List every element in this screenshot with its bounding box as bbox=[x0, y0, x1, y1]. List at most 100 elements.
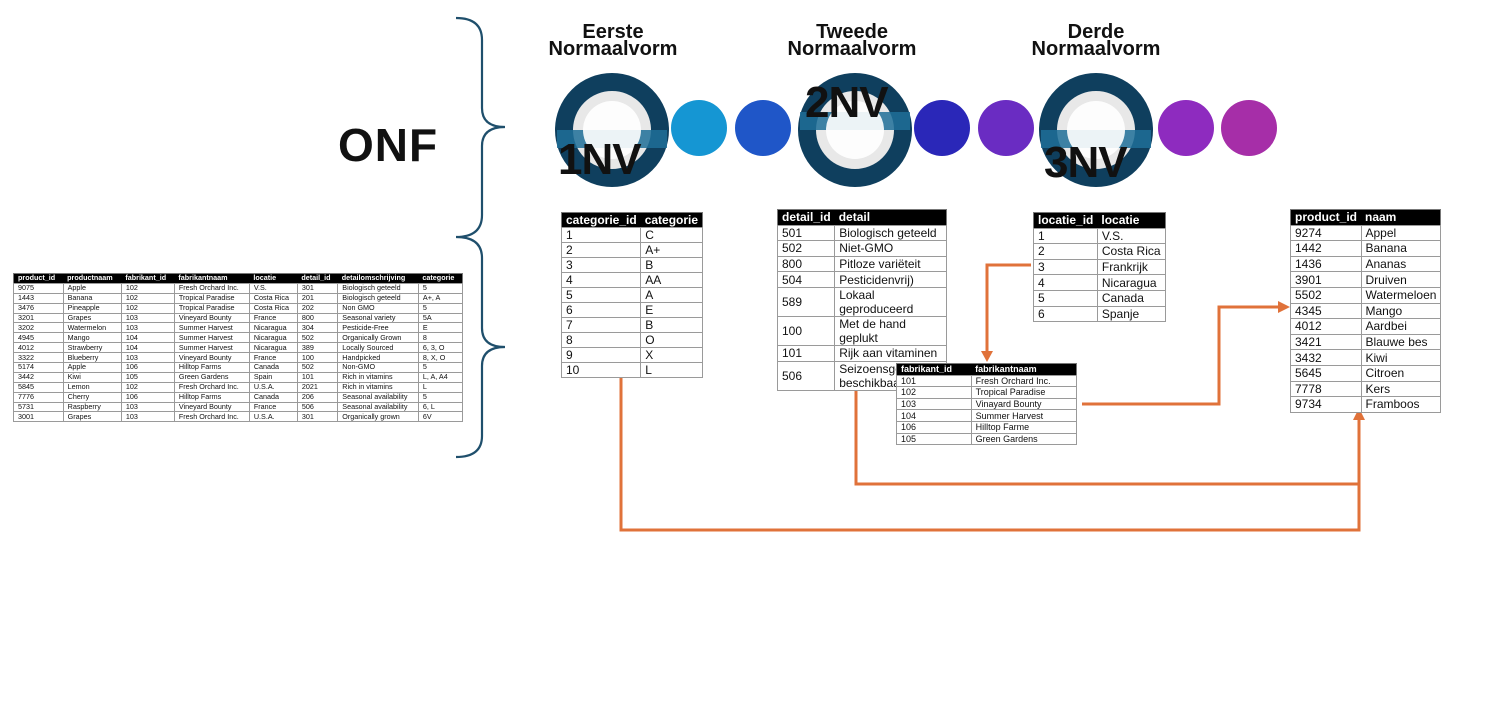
categorie-table-cell: 7 bbox=[560, 317, 642, 333]
categorie-table-cell: 6 bbox=[560, 302, 642, 318]
categorie-table-cell: C bbox=[640, 227, 704, 243]
connector-locatie-to-fabrikant bbox=[985, 263, 1031, 352]
onf-table-cell: Fresh Orchard Inc. bbox=[173, 411, 250, 423]
onf-table-header-cell: locatie bbox=[249, 273, 298, 284]
onf-table-cell: Cherry bbox=[62, 391, 122, 403]
product-table-cell: 4012 bbox=[1290, 318, 1362, 335]
product-table-cell: Mango bbox=[1360, 302, 1442, 320]
stage-title-3-line1: Derde bbox=[1067, 21, 1125, 43]
categorie-table-cell: B bbox=[640, 317, 704, 333]
onf-table-cell: Vineyard Bounty bbox=[173, 312, 250, 324]
onf-table-cell: Raspberry bbox=[62, 401, 122, 413]
onf-table-cell: 5 bbox=[417, 282, 464, 294]
onf-table-cell: 502 bbox=[296, 332, 339, 344]
onf-table-cell: 106 bbox=[120, 362, 175, 373]
categorie-table-cell: B bbox=[640, 257, 704, 273]
fabrikant-table-cell: Hilltop Farme bbox=[970, 420, 1078, 434]
onf-table-cell: L bbox=[417, 381, 464, 393]
categorie-table-cell: X bbox=[640, 347, 704, 363]
categorie-table-cell: AA bbox=[640, 272, 704, 288]
detail-table-cell: Pesticidenvrij) bbox=[834, 271, 947, 288]
onf-table-cell: Grapes bbox=[62, 411, 122, 423]
fabrikant-table-cell: 103 bbox=[896, 397, 972, 411]
categorie-table-cell: 3 bbox=[560, 257, 642, 273]
detail-table-cell: 101 bbox=[776, 344, 836, 362]
locatie-table-cell: 3 bbox=[1033, 258, 1098, 276]
onf-table-cell: 103 bbox=[120, 322, 175, 334]
locatie-table-cell: Costa Rica bbox=[1096, 243, 1166, 260]
categorie-table-header-cell: categorie bbox=[640, 212, 703, 228]
arrowhead-product-left bbox=[1278, 301, 1290, 313]
progress-dot-4 bbox=[978, 100, 1034, 156]
onf-table-cell: Pineapple bbox=[62, 302, 122, 314]
onf-table-cell: 800 bbox=[296, 312, 339, 324]
onf-table-cell: Mango bbox=[62, 332, 122, 344]
categorie-table-cell: E bbox=[640, 302, 704, 318]
locatie-table-header-cell: locatie bbox=[1097, 212, 1166, 229]
progress-dot-2 bbox=[735, 100, 791, 156]
onf-brace bbox=[455, 16, 506, 459]
fabrikant-table-cell: Summer Harvest bbox=[970, 409, 1078, 422]
product-table-cell: Druiven bbox=[1360, 271, 1442, 288]
detail-table-cell: 506 bbox=[776, 360, 836, 391]
product-table-cell: Banana bbox=[1360, 240, 1442, 257]
onf-table-cell: Fresh Orchard Inc. bbox=[173, 282, 250, 294]
detail-table-cell: Lokaal geproduceerd bbox=[834, 286, 947, 317]
categorie-table-cell: 9 bbox=[560, 347, 642, 363]
onf-table-cell: 5 bbox=[417, 391, 464, 403]
onf-table-cell: Summer Harvest bbox=[173, 322, 250, 334]
onf-table-cell: Fresh Orchard Inc. bbox=[173, 381, 250, 393]
onf-table-cell: 202 bbox=[296, 302, 339, 314]
product-table-cell: 3432 bbox=[1290, 349, 1362, 366]
progress-dot-6 bbox=[1221, 100, 1277, 156]
onf-table-cell: 101 bbox=[296, 371, 339, 383]
detail-table-cell: Niet-GMO bbox=[834, 240, 947, 257]
onf-table-cell: Pesticide-Free bbox=[337, 322, 419, 334]
categorie-table-cell: 1 bbox=[560, 227, 642, 243]
locatie-table-cell: V.S. bbox=[1096, 227, 1166, 245]
onf-table-cell: Seasonal variety bbox=[337, 312, 419, 324]
locatie-table-cell: Nicaragua bbox=[1096, 274, 1166, 291]
onf-table-cell: 201 bbox=[296, 292, 339, 304]
categorie-table-header-cell: categorie_id bbox=[561, 212, 641, 228]
onf-table-cell: Canada bbox=[248, 391, 298, 403]
progress-dot-3 bbox=[914, 100, 970, 156]
onf-table-cell: 9075 bbox=[13, 282, 64, 294]
locatie-table-cell: Frankrijk bbox=[1096, 258, 1166, 276]
product-table-cell: 5645 bbox=[1290, 364, 1362, 382]
stage-title-2-line1: Tweede bbox=[816, 21, 888, 43]
onf-table-cell: France bbox=[248, 352, 298, 364]
onf-label: ONF bbox=[338, 119, 439, 171]
progress-dot-1 bbox=[671, 100, 727, 156]
onf-table-cell: Tropical Paradise bbox=[173, 302, 250, 314]
onf-table-cell: France bbox=[248, 401, 298, 413]
onf-table-cell: U.S.A. bbox=[248, 381, 298, 393]
product-table-cell: Appel bbox=[1360, 224, 1442, 242]
